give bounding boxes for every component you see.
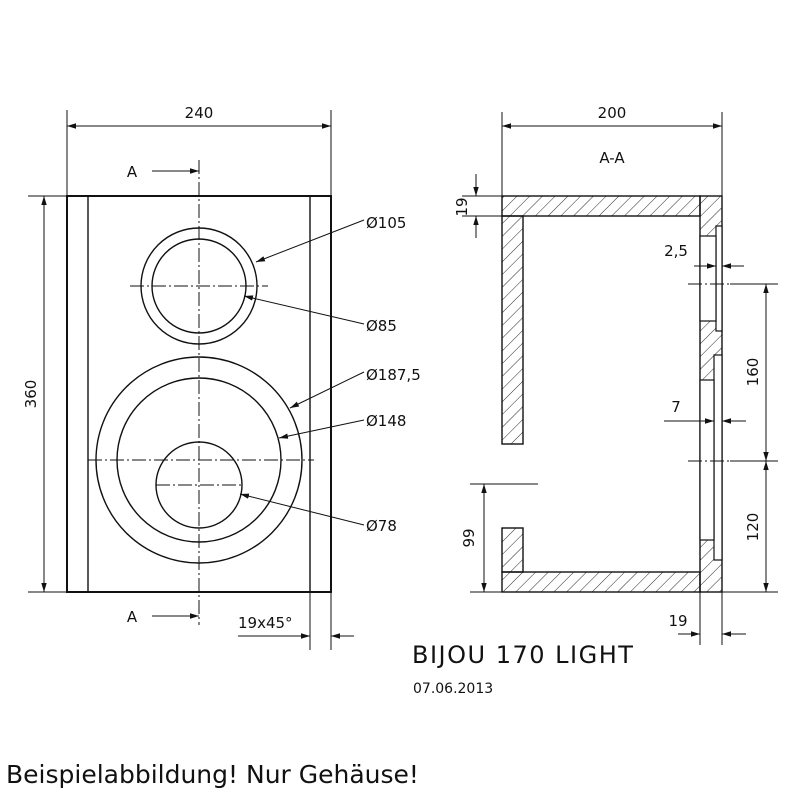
leader-woofer-dustcap bbox=[239, 493, 365, 526]
back-panel-lower bbox=[501, 527, 524, 573]
baffle-thickness-label: 19 bbox=[668, 612, 687, 630]
height-dimension-label: 360 bbox=[22, 380, 40, 409]
front-view: 240 360 A A Ø105 Ø85 Ø187,5 Ø148 Ø78 19x… bbox=[22, 104, 421, 650]
woofer-flange bbox=[699, 379, 715, 541]
label-woofer-inner: Ø148 bbox=[366, 412, 406, 430]
drawing-title: BIJOU 170 LIGHT bbox=[412, 641, 634, 669]
label-woofer-outer: Ø187,5 bbox=[366, 366, 421, 384]
bottom-panel bbox=[501, 571, 701, 593]
chamfer-dimension-label: 19x45° bbox=[238, 614, 293, 632]
section-title: A-A bbox=[599, 149, 625, 167]
woofer-cutout bbox=[713, 354, 723, 561]
tweeter-inner-circle bbox=[151, 238, 247, 334]
port-height-label: 99 bbox=[460, 528, 478, 547]
width-dimension-label: 240 bbox=[185, 104, 214, 122]
recess-label: 2,5 bbox=[664, 242, 688, 260]
depth-dimension-label: 200 bbox=[598, 104, 627, 122]
leader-woofer-inner bbox=[278, 419, 365, 439]
woofer-height-label: 120 bbox=[744, 513, 762, 542]
woofer-outer-circle bbox=[95, 356, 303, 564]
label-tweeter-inner: Ø85 bbox=[366, 317, 397, 335]
label-woofer-dustcap: Ø78 bbox=[366, 517, 397, 535]
label-tweeter-outer: Ø105 bbox=[366, 214, 406, 232]
leader-woofer-outer bbox=[289, 371, 365, 409]
top-thickness-label: 19 bbox=[453, 197, 471, 216]
drawing-date: 07.06.2013 bbox=[413, 681, 493, 697]
section-view: A-A 200 19 2,5 160 7 120 99 bbox=[453, 104, 778, 645]
driver-recess-label: 7 bbox=[671, 398, 681, 416]
spacing-dimension-label: 160 bbox=[744, 358, 762, 387]
leader-tweeter-outer bbox=[255, 219, 365, 263]
leader-tweeter-inner bbox=[243, 295, 365, 325]
top-panel bbox=[501, 195, 701, 217]
woofer-inner-circle bbox=[116, 377, 282, 543]
tweeter-flange bbox=[699, 235, 717, 322]
caption: Beispielabbildung! Nur Gehäuse! bbox=[6, 760, 419, 789]
tweeter-cutout bbox=[715, 225, 723, 332]
woofer-dustcap-circle bbox=[155, 441, 243, 529]
section-mark-bottom: A bbox=[127, 608, 138, 626]
back-panel-upper bbox=[501, 215, 524, 445]
tweeter-outer-circle bbox=[140, 227, 258, 345]
section-mark-top: A bbox=[127, 163, 138, 181]
